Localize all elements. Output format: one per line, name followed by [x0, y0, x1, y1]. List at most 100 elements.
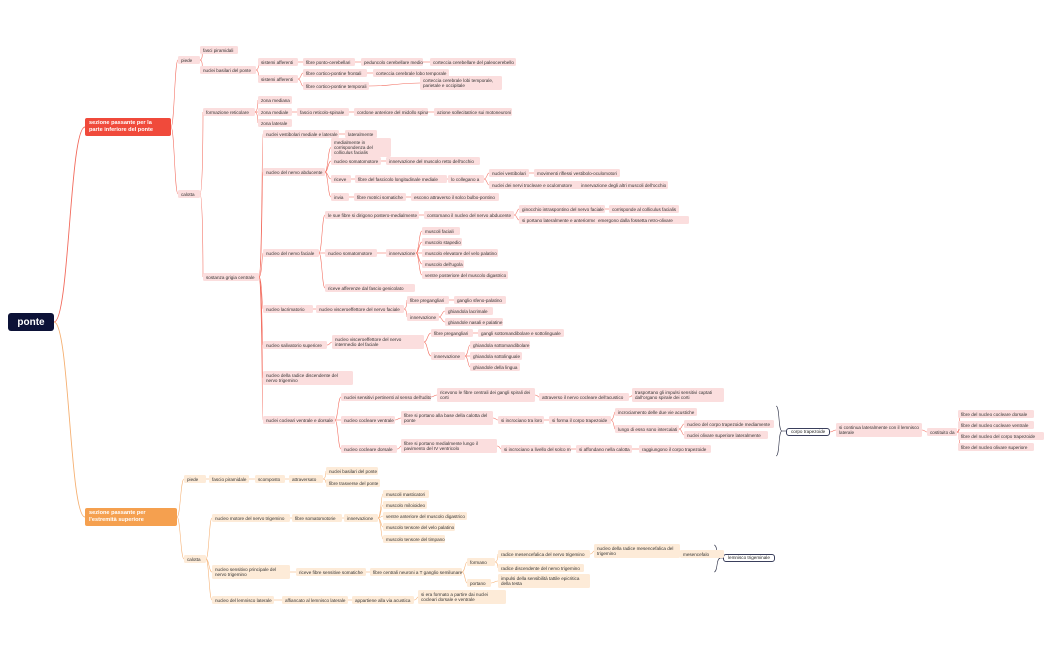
map-node-g2[interactable]: nucleo visceroeffettore del nervo interm…	[332, 335, 424, 349]
map-node-e5[interactable]: corrisponde al colliculus facialis	[609, 205, 679, 214]
map-node-a6[interactable]: peduncolo cerebellare medio	[361, 58, 423, 67]
map-node-n4[interactable]: si era formato a partire dai nuclei cocl…	[418, 590, 506, 604]
map-node-f3[interactable]: fibre pregangliari	[407, 296, 449, 305]
map-node-k6[interactable]: fibre trasverse del ponte	[326, 479, 380, 488]
map-node-n2[interactable]: affiancato al lemnisco laterale	[282, 596, 348, 605]
map-node-b8[interactable]: zona laterale	[258, 119, 292, 128]
map-node-i3[interactable]: ricevono le fibre centrali dei gangli sp…	[437, 388, 535, 402]
map-node-d7[interactable]: lo collegano a	[448, 175, 484, 184]
map-node-a4[interactable]: sistemi afferenti	[258, 58, 298, 67]
map-node-i6[interactable]: nucleo cocleare ventrale	[341, 416, 395, 425]
map-node-a9[interactable]: fibre cortico-pontine frontali	[303, 69, 367, 78]
map-node-g6[interactable]: ghiandola sottomandibolare	[470, 341, 530, 350]
map-node-m10[interactable]: impulsi della sensibilità tattile epicri…	[498, 574, 590, 588]
section-superiore[interactable]: sezione passante per l'estremità superio…	[85, 508, 177, 526]
map-node-f5[interactable]: innervazione	[407, 313, 439, 322]
map-node-g8[interactable]: ghiandole della lingua	[470, 363, 520, 372]
map-node-l5[interactable]: muscoli masticatori	[383, 490, 429, 499]
map-node-a5[interactable]: fibre ponto-cerebellari	[303, 58, 355, 67]
map-node-e9[interactable]: innervazione	[386, 249, 416, 258]
section-inferiore[interactable]: sezione passante per la parte inferiore …	[85, 118, 171, 136]
map-node-i17[interactable]: si affondano nella calotta	[576, 445, 632, 454]
map-node-f6[interactable]: ghiandola lacrimale	[445, 307, 493, 316]
map-node-e13[interactable]: muscolo dell'ugola	[422, 260, 464, 269]
summary-lemnisco-trigeminale[interactable]: lemnisco trigeminale	[723, 554, 775, 562]
map-node-i14[interactable]: nucleo cocleare dorsale	[341, 445, 397, 454]
map-node-d13[interactable]: fibre motrici somatiche	[354, 193, 406, 202]
map-node-m5[interactable]: radice mesencefalica del nervo trigemino	[498, 550, 590, 559]
map-node-i16[interactable]: si incrociano a livello del solco median…	[501, 445, 571, 454]
map-node-d12[interactable]: invia	[331, 193, 349, 202]
map-node-h1[interactable]: nucleo della radice discendente del nerv…	[263, 371, 353, 385]
map-node-d14[interactable]: escono attraverso il solco bulbo-pontino	[411, 193, 499, 202]
map-node-i12[interactable]: nucleo del corpo trapezoide mediamente	[684, 420, 774, 429]
map-node-m7[interactable]: mesencefalo	[680, 550, 724, 559]
map-node-i11[interactable]: lungo di esso sono intercalati	[615, 425, 679, 434]
map-node-d9[interactable]: movimenti riflessi vestibolo-oculomotori	[534, 169, 620, 178]
map-node-j3[interactable]: fibre del nucleo cocleare dorsale	[958, 410, 1034, 419]
map-node-a12[interactable]: corteccia cerebrale lobi temporale, pari…	[420, 76, 502, 90]
summary-corpo-trapezoide[interactable]: corpo trapezoide	[786, 428, 831, 436]
map-node-d5[interactable]: riceve	[331, 175, 351, 184]
map-node-d6[interactable]: fibre del fascicolo longitudinale medial…	[355, 175, 447, 184]
map-node-b2[interactable]: formazione reticolare	[203, 108, 255, 117]
map-node-l8[interactable]: muscolo tensore del velo palatino	[383, 523, 455, 532]
map-node-b3[interactable]: zona mediana	[258, 96, 292, 105]
map-node-b9[interactable]: sostanza grigia centrale	[203, 273, 259, 282]
map-node-k3[interactable]: scomposto	[255, 475, 285, 484]
map-node-b6[interactable]: cordone anteriore del midollo spinale	[354, 108, 428, 117]
map-node-j6[interactable]: fibre del nucleo olivare superiore	[958, 443, 1034, 452]
map-node-i10[interactable]: incrociamento delle due vie acustiche	[615, 408, 697, 417]
map-node-d3[interactable]: nucleo somatomotore	[331, 157, 381, 166]
map-node-g5[interactable]: innervazione	[431, 352, 465, 361]
map-node-k4[interactable]: attraversato	[289, 475, 323, 484]
map-node-b4[interactable]: zona mediale	[258, 108, 292, 117]
map-node-a11[interactable]: fibre cortico-pontine temporali	[303, 82, 369, 91]
map-node-a3[interactable]: nuclei basilari del ponte	[200, 66, 256, 75]
map-node-l1[interactable]: calotta	[184, 555, 206, 564]
map-node-k1[interactable]: piede	[184, 475, 206, 484]
map-node-a2[interactable]: fasci piramidali	[200, 46, 238, 55]
map-node-i15[interactable]: fibre si portano medialmente lungo il pa…	[401, 439, 497, 453]
map-node-e15[interactable]: riceve afferenze dal fascio genicolato	[325, 284, 415, 293]
map-node-f4[interactable]: ganglio sfeno-palatino	[454, 296, 506, 305]
map-node-k2[interactable]: fascio piramidale	[209, 475, 249, 484]
map-node-m1[interactable]: nucleo sensitivo principale del nervo tr…	[212, 565, 290, 579]
map-node-l4[interactable]: innervazione	[344, 514, 378, 523]
map-node-j2[interactable]: costituito da	[927, 428, 957, 437]
map-node-m2[interactable]: riceve fibre sensitive somatiche	[296, 568, 366, 577]
map-node-f1[interactable]: nucleo lacrimatorio	[263, 305, 313, 314]
map-node-b5[interactable]: fascio reticolo-spinale	[297, 108, 349, 117]
map-node-d4[interactable]: innervazione del muscolo retto dell'occh…	[386, 157, 480, 166]
map-node-e7[interactable]: emergono dalla fossetta retro-olivare	[595, 216, 689, 225]
map-node-n1[interactable]: nucleo del lemnisco laterale	[212, 596, 274, 605]
map-node-e10[interactable]: muscoli faciali	[422, 227, 460, 236]
map-node-e14[interactable]: ventre posteriore del muscolo digastrico	[422, 271, 508, 280]
map-node-a10[interactable]: corteccia cerebrale lobo temporale	[373, 69, 449, 78]
map-node-i7[interactable]: fibre si portano alla base della calotta…	[401, 411, 493, 425]
map-node-e6[interactable]: si portano lateralmente e anteriormente	[519, 216, 607, 225]
map-node-a7[interactable]: corteccia cerebellare del paleocerebello	[430, 58, 516, 67]
map-node-f7[interactable]: ghiandole nasali e palatine	[445, 318, 503, 327]
map-node-m8[interactable]: radice discendente del nervo trigemino	[498, 564, 584, 573]
map-node-f2[interactable]: nucleo visceroeffettore del nervo facial…	[316, 305, 404, 314]
map-node-e8[interactable]: nucleo somatomotore	[325, 249, 377, 258]
map-node-l9[interactable]: muscolo tensore del timpano	[383, 535, 445, 544]
map-node-n3[interactable]: appartiene alla via acustica	[352, 596, 414, 605]
map-node-k5[interactable]: nuclei basilari del ponte	[326, 467, 378, 476]
map-node-e12[interactable]: muscolo elevatore del velo palatino	[422, 249, 498, 258]
map-node-j1[interactable]: si continua lateralmente con il lemnisco…	[836, 423, 922, 437]
map-node-d1[interactable]: nucleo del nervo abducente	[263, 168, 325, 177]
map-node-i18[interactable]: raggiungono il corpo trapezoide	[639, 445, 711, 454]
map-node-g3[interactable]: fibre pregangliari	[431, 329, 473, 338]
map-node-a8[interactable]: sistemi afferenti	[258, 75, 298, 84]
map-node-d10[interactable]: nuclei dei nervi trocleare e oculomotore	[489, 181, 585, 190]
map-node-m9[interactable]: portano	[467, 579, 491, 588]
map-node-e11[interactable]: muscolo stapedio	[422, 238, 462, 247]
map-node-l7[interactable]: ventre anteriore del muscolo digastrico	[383, 512, 467, 521]
map-node-m4[interactable]: formano	[467, 558, 495, 567]
map-node-g4[interactable]: gangli sottomandibolare e sottolinguale	[478, 329, 564, 338]
map-node-i2[interactable]: nuclei sensitivi pertinenti al senso del…	[341, 393, 431, 402]
map-node-i9[interactable]: si forma il corpo trapezoide	[549, 416, 611, 425]
map-node-i4[interactable]: attraverso il nervo cocleare dell'acusti…	[539, 393, 629, 402]
